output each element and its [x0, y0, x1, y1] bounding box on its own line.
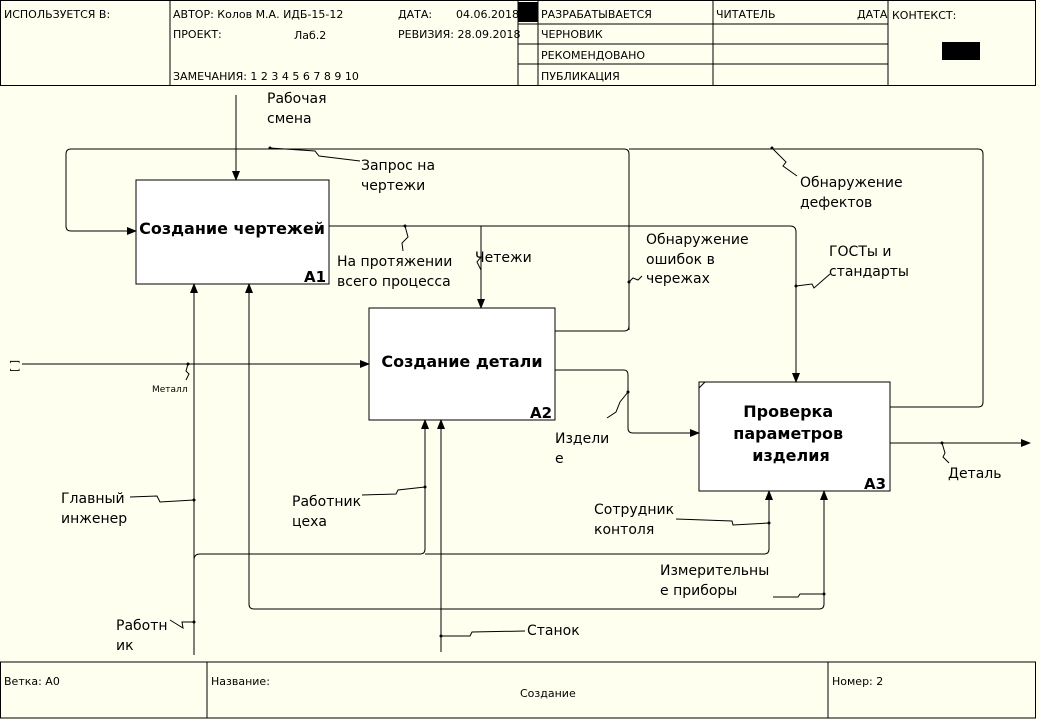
revision-label: РЕВИЗИЯ: 28.09.2018: [398, 28, 520, 41]
reader-date-label: ДАТА: [857, 8, 888, 21]
project-label: ПРОЕКТ:: [173, 28, 222, 41]
arrow-whole-process[interactable]: [329, 224, 800, 383]
arrow-machine[interactable]: [245, 283, 828, 652]
box-a1-title: Создание чертежей: [139, 219, 325, 238]
author-label: АВТОР: Колов М.А. ИДБ-15-12: [173, 8, 343, 21]
activity-box-a2[interactable]: Создание детали A2: [368, 307, 556, 422]
project-value: Лаб.2: [294, 29, 326, 42]
date-value: 04.06.2018: [456, 8, 519, 21]
label-drawings: Четежи: [475, 250, 532, 266]
status-working: РАЗРАБАТЫВАЕТСЯ: [541, 8, 652, 21]
branch-label: Ветка: A0: [4, 675, 60, 688]
arrow-defects[interactable]: [629, 146, 984, 408]
arrow-drawing-errors[interactable]: [555, 275, 643, 332]
arrow-drawing-request[interactable]: [65, 146, 630, 331]
arrow-instruments[interactable]: [773, 592, 826, 598]
header-frame: [0, 0, 1036, 86]
status-publication: ПУБЛИКАЦИЯ: [541, 70, 620, 83]
activity-box-a1[interactable]: Создание чертежей A1: [135, 179, 330, 286]
number-label: Номер: 2: [832, 675, 883, 688]
box-a2-title: Создание детали: [381, 352, 542, 371]
arrow-drawings[interactable]: [476, 226, 485, 309]
context-label: КОНТЕКСТ:: [892, 9, 956, 22]
box-a3-number: A3: [864, 475, 886, 493]
arrow-chief-engineer[interactable]: [129, 283, 198, 655]
status-draft: ЧЕРНОВИК: [541, 28, 603, 41]
name-label: Название:: [211, 675, 270, 688]
arrow-gost[interactable]: [794, 273, 831, 289]
date-label: ДАТА:: [398, 8, 432, 21]
footer-frame: [0, 661, 1036, 719]
used-in-label: ИСПОЛЬЗУЕТСЯ В:: [4, 8, 110, 21]
label-bracket: [ ]: [8, 360, 21, 372]
label-detail: Деталь: [948, 466, 1001, 482]
box-a1-number: A1: [304, 268, 326, 286]
arrow-inspector[interactable]: [425, 490, 773, 555]
context-thumbnail: [942, 42, 980, 60]
status-marker: [518, 2, 538, 22]
arrow-product[interactable]: [555, 369, 700, 437]
name-value: Создание: [520, 687, 576, 700]
reader-label: ЧИТАТЕЛЬ: [716, 8, 776, 21]
arrow-metal[interactable]: [22, 360, 370, 381]
activity-box-a3[interactable]: Проверка параметров изделия A3: [698, 381, 891, 493]
arrow-detail[interactable]: [890, 439, 1031, 464]
status-recommended: РЕКОМЕНДОВАНО: [541, 49, 645, 62]
box-a3-title: Проверка параметров изделия: [733, 402, 848, 465]
arrow-worker[interactable]: [169, 619, 196, 630]
label-metal: Металл: [152, 385, 188, 395]
arrow-shop-worker[interactable]: [193, 419, 429, 561]
box-a2-number: A2: [530, 404, 552, 422]
label-machine: Станок: [527, 623, 580, 639]
notes-label: ЗАМЕЧАНИЯ: 1 2 3 4 5 6 7 8 9 10: [173, 70, 359, 83]
